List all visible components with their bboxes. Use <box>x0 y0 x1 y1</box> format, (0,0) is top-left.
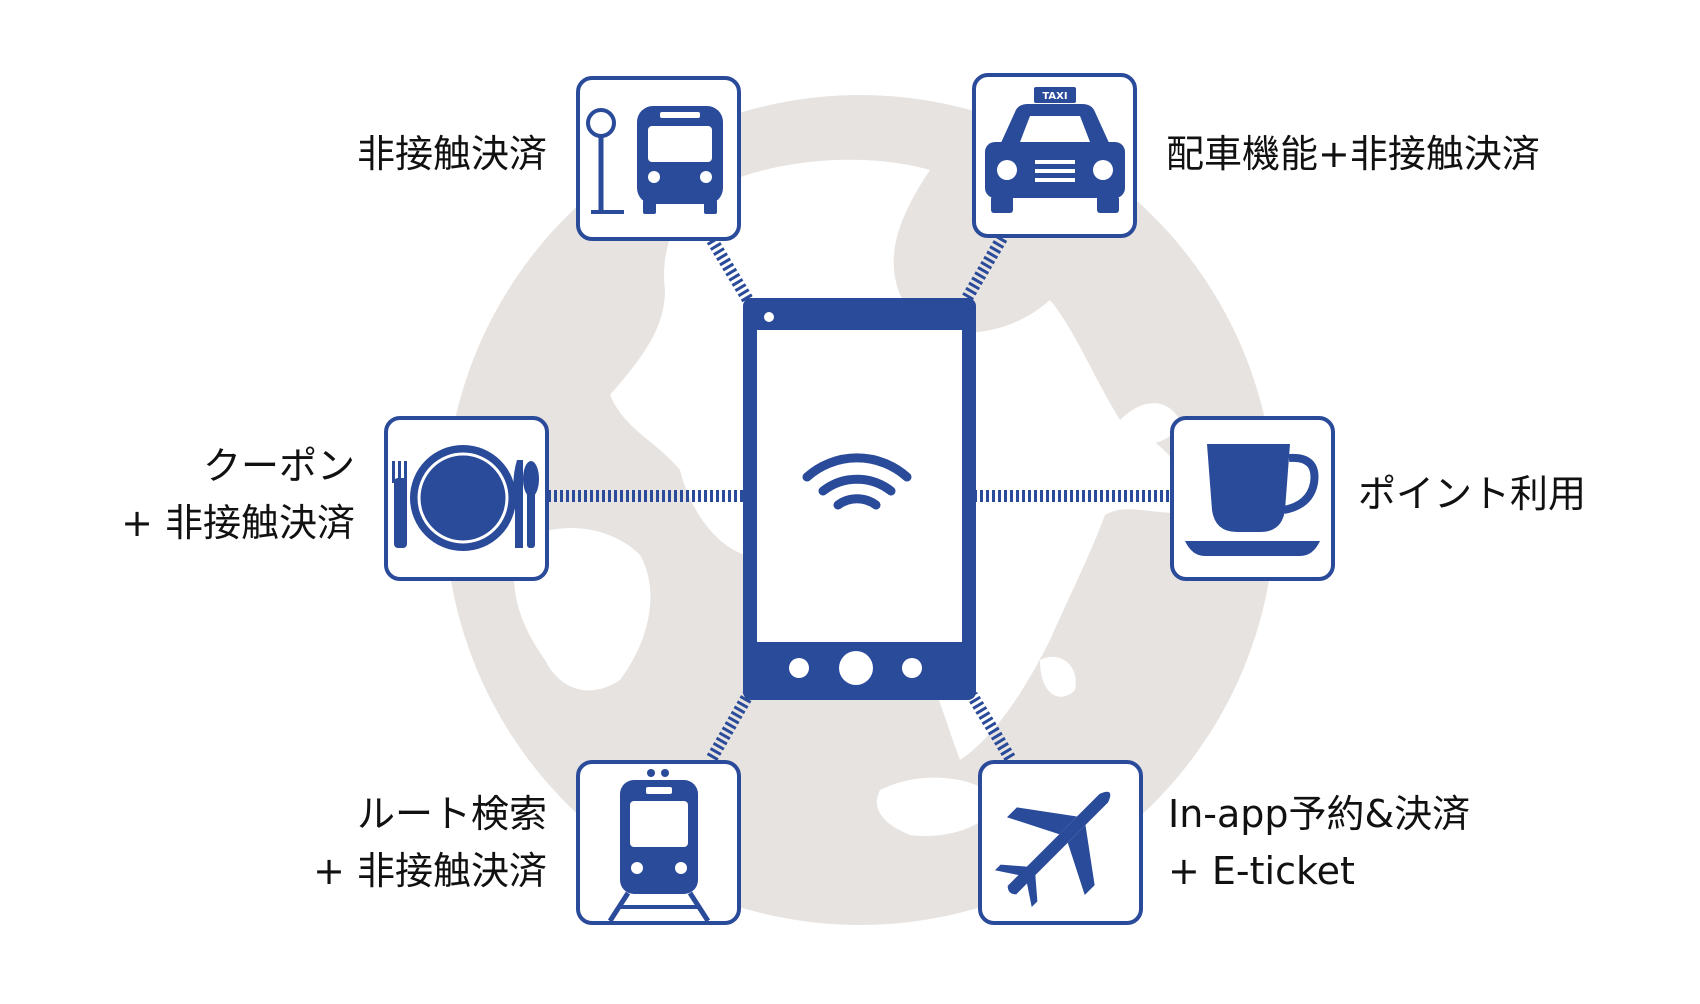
label-food-line-2: + 非接触決済 <box>121 501 355 545</box>
phone-button-right <box>902 658 922 678</box>
plane-tile <box>978 760 1143 925</box>
label-train-line-2: + 非接触決済 <box>313 849 547 893</box>
label-food-line-1: クーポン <box>202 444 355 488</box>
smartphone-icon <box>743 298 976 700</box>
label-train: ルート検索 + 非接触決済 <box>313 786 547 900</box>
phone-button-left <box>789 658 809 678</box>
train-icon <box>607 769 711 923</box>
label-bus: 非接触決済 <box>357 126 547 183</box>
connector-plane <box>966 691 1016 762</box>
label-cafe: ポイント利用 <box>1358 466 1586 523</box>
bus-tile <box>576 76 741 241</box>
label-plane: In-app予約&決済 + E-ticket <box>1168 786 1470 900</box>
land-mass-east-island <box>1120 403 1180 444</box>
airplane-icon <box>994 791 1111 908</box>
label-train-line-1: ルート検索 <box>356 792 547 836</box>
label-taxi: 配車機能+非接触決済 <box>1166 126 1540 183</box>
phone-camera <box>764 312 774 322</box>
wifi-icon <box>802 453 912 510</box>
connector-train <box>706 692 754 761</box>
label-bus-line-1: 非接触決済 <box>356 132 547 176</box>
taxi-badge-label: TAXI <box>1042 91 1067 102</box>
label-food: クーポン + 非接触決済 <box>121 438 355 552</box>
land-mass-island <box>1040 656 1076 697</box>
connectors <box>548 234 1170 762</box>
coffee-cup-icon <box>1185 444 1320 556</box>
land-mass-south <box>876 777 1000 836</box>
plate-cutlery-icon <box>392 445 539 551</box>
label-taxi-line-1: 配車機能+非接触決済 <box>1166 132 1540 176</box>
label-plane-line-2: + E-ticket <box>1168 849 1355 893</box>
taxi-tile: TAXI <box>972 73 1137 238</box>
bus-stop-icon <box>586 106 723 214</box>
train-tile <box>576 760 741 925</box>
phone-screen <box>757 330 962 642</box>
label-plane-line-1: In-app予約&決済 <box>1168 792 1471 836</box>
cafe-tile <box>1170 416 1335 581</box>
phone-button-home <box>839 651 873 685</box>
label-cafe-line-1: ポイント利用 <box>1358 472 1587 516</box>
taxi-icon: TAXI <box>985 87 1125 213</box>
food-tile <box>384 416 549 581</box>
